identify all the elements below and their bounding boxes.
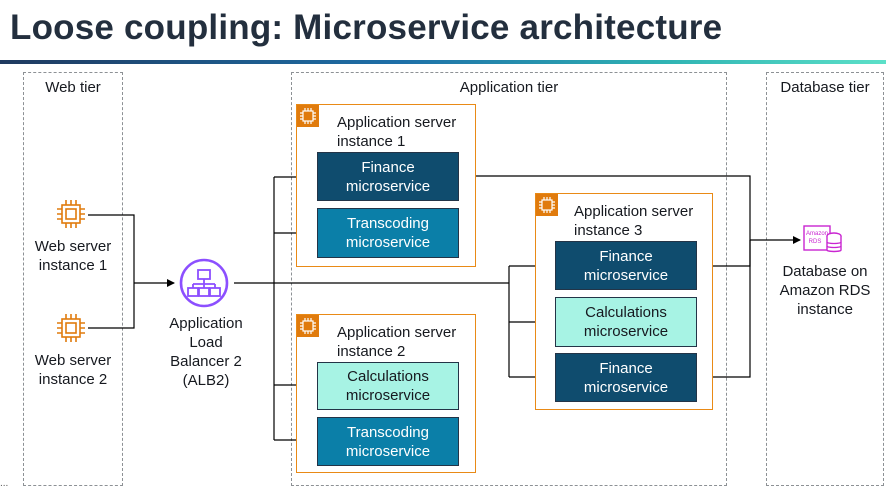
- finance-microservice: Finance microservice: [555, 241, 697, 290]
- app3-finance2-to-db: [696, 240, 751, 378]
- transcoding-microservice: Transcoding microservice: [317, 208, 459, 258]
- ec2-chip-icon: [536, 194, 558, 216]
- page-title: Loose coupling: Microservice architectur…: [10, 8, 723, 47]
- ec2-instance-icon: [57, 200, 85, 228]
- database-tier: [766, 72, 884, 486]
- ec2-chip-icon: [297, 315, 319, 337]
- svg-text:Amazon: Amazon: [806, 231, 828, 237]
- ec2-chip-icon: [297, 105, 319, 127]
- app-server-3-label: Application server instance 3: [574, 203, 694, 239]
- finance-microservice: Finance microservice: [555, 353, 697, 402]
- web-tier: [23, 72, 123, 486]
- application-tier-label: Application tier: [459, 79, 559, 96]
- app-server-2-label: Application server instance 2: [337, 324, 457, 360]
- web1-connector: [88, 214, 135, 283]
- app1-finance-to-db: [459, 175, 751, 240]
- load-balancer-icon: [179, 258, 229, 308]
- application-tier: [291, 72, 727, 486]
- footer-mark: ...: [0, 478, 9, 489]
- svg-text:RDS: RDS: [809, 239, 822, 245]
- web-server-1-label: Web server instance 1: [34, 238, 112, 274]
- calculations-microservice: Calculations microservice: [317, 362, 459, 410]
- calculations-microservice: Calculations microservice: [555, 297, 697, 347]
- finance-microservice: Finance microservice: [317, 152, 459, 201]
- amazon-rds-icon: Amazon RDS: [803, 225, 842, 253]
- web-server-2-label: Web server instance 2: [34, 352, 112, 388]
- transcoding-microservice: Transcoding microservice: [317, 417, 459, 466]
- web2-connector: [88, 283, 135, 329]
- app-server-1-label: Application server instance 1: [337, 114, 457, 150]
- load-balancer-label: Application Load Balancer 2 (ALB2): [169, 315, 243, 389]
- database-tier-label: Database tier: [780, 79, 870, 96]
- ec2-instance-icon: [57, 314, 85, 342]
- web-tier-label: Web tier: [45, 79, 101, 96]
- database-label: Database on Amazon RDS instance: [779, 263, 871, 318]
- title-divider: [0, 60, 886, 64]
